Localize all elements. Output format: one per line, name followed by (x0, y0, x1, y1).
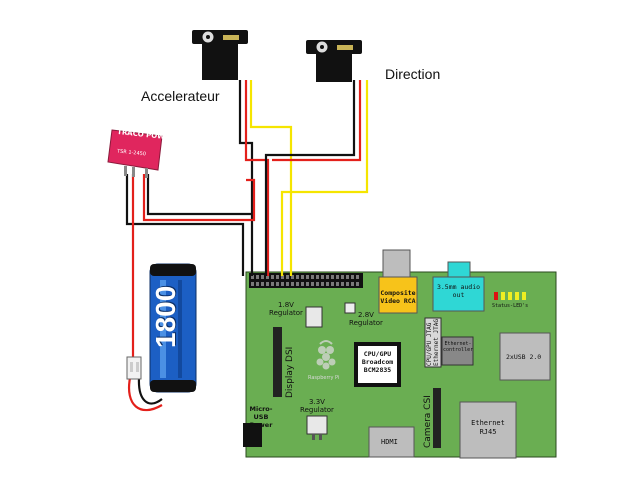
micro-usb-label: Micro-USB Power (249, 405, 273, 429)
csi-label: Camera CSI (423, 395, 433, 448)
battery-connector-icon (126, 356, 142, 380)
jtag-cpu-label: CPU/GPU JTAG (426, 322, 433, 366)
hdmi-port (368, 426, 415, 458)
regulator-2v8-chip (344, 302, 356, 314)
battery-pack-icon (149, 263, 197, 393)
servo-right-label: Direction (385, 66, 441, 82)
cpu-label-bg (358, 346, 397, 383)
hdmi-label: HDMI (381, 438, 398, 446)
servo-right-icon (306, 40, 362, 82)
gpio-header (249, 273, 363, 288)
reg-1v8-label: 1.8V Regulator (269, 301, 303, 317)
battery-label: 1800 (150, 285, 181, 348)
audio-block (432, 276, 485, 312)
ethernet-label: Ethernet RJ45 (471, 419, 505, 436)
servo-left-label: Accelerateur (141, 88, 220, 104)
raspberry-label: Raspberry Pi (308, 375, 340, 381)
raspberry-logo-icon (316, 340, 336, 370)
jtag-eth-label: Ethernet JTAG (433, 319, 440, 366)
regulator-3v3-chip (306, 415, 328, 435)
servo-left-icon (192, 30, 248, 80)
regulator-1v8-chip (305, 306, 323, 328)
cpu-label: CPU/GPU Broadcom BCM2835 (361, 350, 394, 374)
ethernet-port (459, 401, 517, 459)
dsi-connector (273, 327, 282, 397)
dsi-label: Display DSI (285, 346, 295, 398)
jtag-block (424, 317, 442, 368)
micro-usb-port (243, 423, 262, 447)
usb-label: 2xUSB 2.0 (506, 353, 542, 361)
composite-block (378, 276, 418, 314)
status-leds-label: Status-LED's (492, 303, 529, 309)
eth-controller-label: Ethernet-controller (443, 341, 474, 353)
reg-2v8-label: 2.8V Regulator (349, 311, 383, 327)
traco-power-module-icon (107, 129, 163, 178)
status-leds (494, 292, 526, 300)
audio-jack-top (447, 261, 471, 279)
reg-3v3-label: 3.3V Regulator (300, 398, 334, 414)
audio-label: 3.5mm audio out (436, 283, 481, 299)
composite-jack (382, 249, 411, 279)
composite-label: Composite Video RCA (380, 289, 416, 305)
eth-controller-chip (441, 336, 474, 366)
usb-block (499, 332, 551, 381)
csi-connector (433, 388, 441, 448)
wires (125, 80, 369, 412)
